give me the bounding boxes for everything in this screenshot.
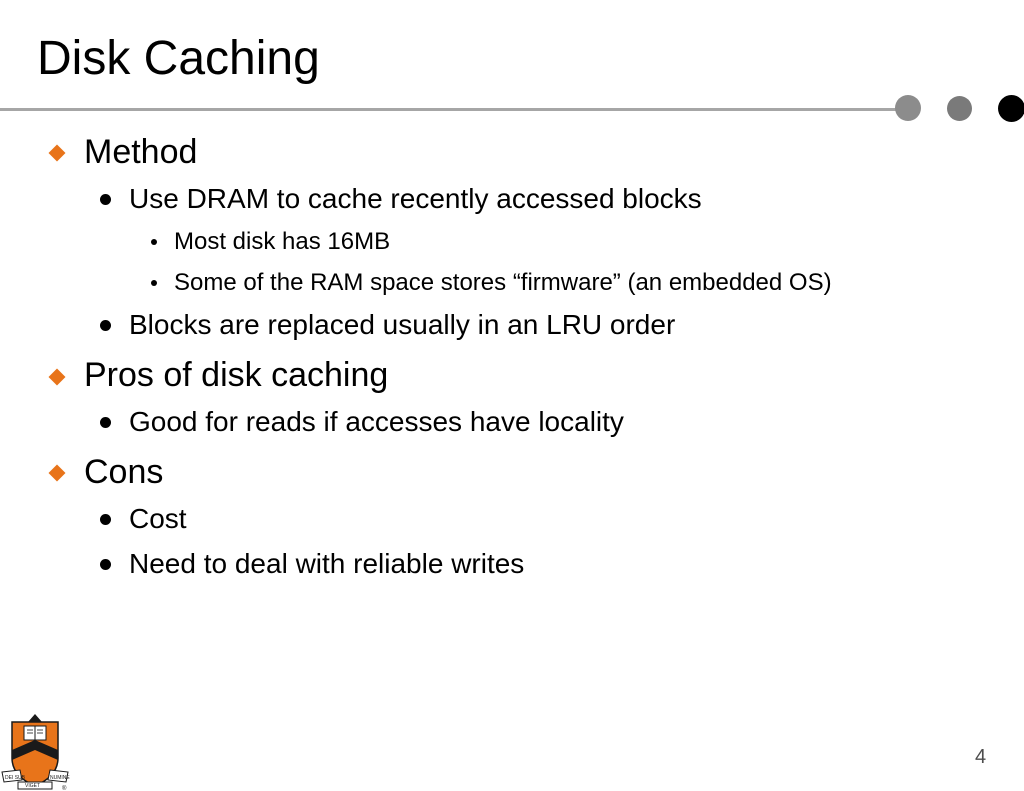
bullet-good-reads: Good for reads if accesses have locality [129, 406, 624, 437]
bullet-reliable-writes: Need to deal with reliable writes [129, 548, 525, 579]
bullet-method: Method [84, 133, 198, 171]
bullet-most-disk: Most disk has 16MB [174, 228, 391, 255]
black-disc-icon [100, 320, 111, 331]
decorative-dot-1 [895, 95, 921, 121]
shield-logo: DEI SUB NUMINE VIGET ® [1, 714, 70, 791]
small-dot-icon [151, 280, 157, 286]
slide-title: Disk Caching [37, 32, 320, 85]
decorative-dot-3 [998, 95, 1024, 122]
black-disc-icon [100, 514, 111, 525]
orange-diamond-icon [48, 144, 66, 162]
bullet-pros: Pros of disk caching [84, 356, 389, 394]
black-disc-icon [100, 417, 111, 428]
logo-text-right: NUMINE [50, 775, 70, 781]
logo-text-left: DEI SUB [5, 775, 26, 781]
black-disc-icon [100, 559, 111, 570]
black-disc-icon [100, 194, 111, 205]
bullet-cost: Cost [129, 503, 187, 534]
orange-diamond-icon [48, 464, 66, 482]
registered-mark: ® [62, 785, 67, 791]
bullet-lru: Blocks are replaced usually in an LRU or… [129, 309, 676, 340]
page-number: 4 [975, 746, 987, 768]
bullet-cons: Cons [84, 453, 164, 491]
orange-diamond-icon [48, 368, 66, 386]
bullet-use-dram: Use DRAM to cache recently accessed bloc… [129, 183, 702, 214]
decorative-dot-2 [947, 96, 972, 121]
bullet-firmware: Some of the RAM space stores “firmware” … [174, 269, 832, 296]
logo-text-bottom: VIGET [25, 783, 40, 789]
small-dot-icon [151, 239, 157, 245]
title-divider [0, 108, 900, 111]
